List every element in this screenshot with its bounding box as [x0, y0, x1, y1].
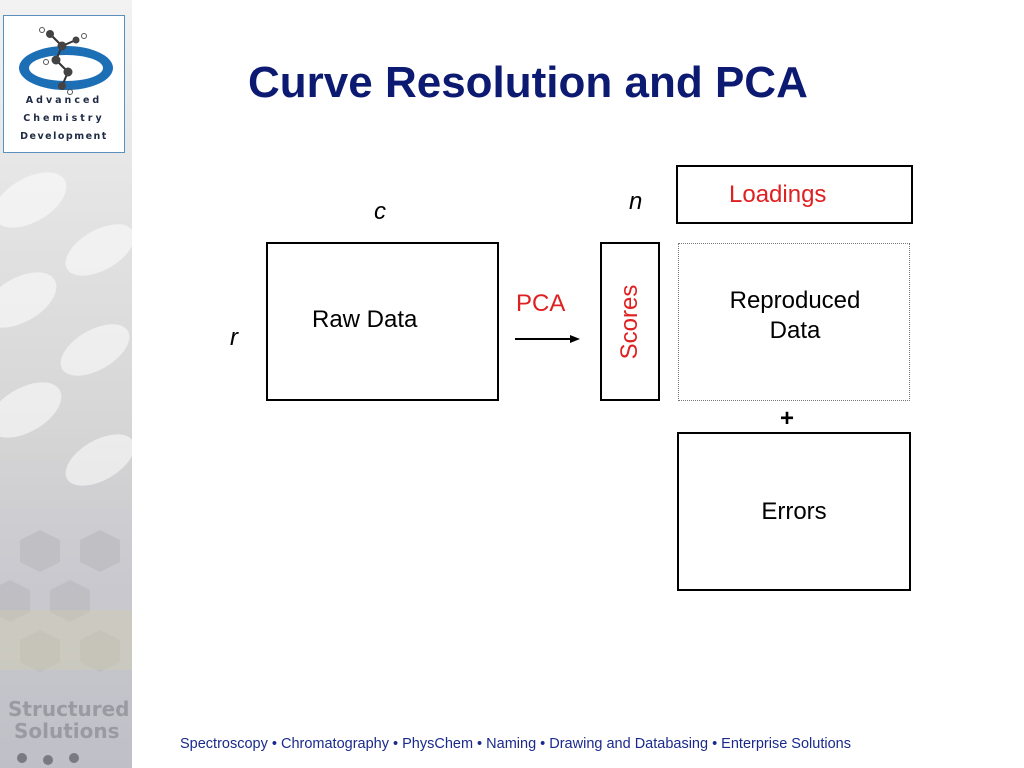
plus-sign: +	[780, 405, 795, 432]
sidebar: Advanced Chemistry Development Structure…	[0, 0, 132, 768]
raw-data-box: Raw Data	[266, 242, 499, 401]
logo-line-advanced: Advanced	[25, 95, 103, 106]
errors-box: Errors	[677, 432, 911, 591]
dimension-n-label: n	[629, 188, 643, 215]
reproduced-data-line1: Reproduced	[729, 287, 861, 314]
loadings-label: Loadings	[729, 181, 827, 208]
page-title: Curve Resolution and PCA	[248, 58, 808, 107]
loadings-box: Loadings	[676, 165, 913, 224]
molecule-logo-icon	[19, 27, 113, 95]
footer-tagline: Spectroscopy • Chromatography • PhysChem…	[180, 736, 851, 752]
right-arrow-icon	[515, 335, 580, 343]
reproduced-data-line2: Data	[769, 317, 821, 344]
scores-label: Scores	[616, 284, 643, 360]
scores-box: Scores	[600, 242, 660, 401]
dimension-r-label: r	[230, 324, 238, 351]
errors-label: Errors	[761, 498, 827, 525]
logo-line-chemistry: Chemistry	[23, 113, 105, 124]
pca-label: PCA	[516, 290, 566, 317]
brand-solutions: Solutions	[14, 719, 120, 743]
reproduced-data-label: Reproduced Data	[679, 286, 911, 346]
dimension-c-label: c	[374, 198, 386, 225]
sidebar-pattern	[0, 172, 132, 765]
reproduced-data-box: Reproduced Data	[678, 243, 910, 401]
company-logo: Advanced Chemistry Development	[3, 15, 125, 153]
logo-line-development: Development	[20, 131, 108, 142]
raw-data-label: Raw Data	[312, 306, 418, 333]
brand-structured: Structured	[8, 697, 130, 721]
